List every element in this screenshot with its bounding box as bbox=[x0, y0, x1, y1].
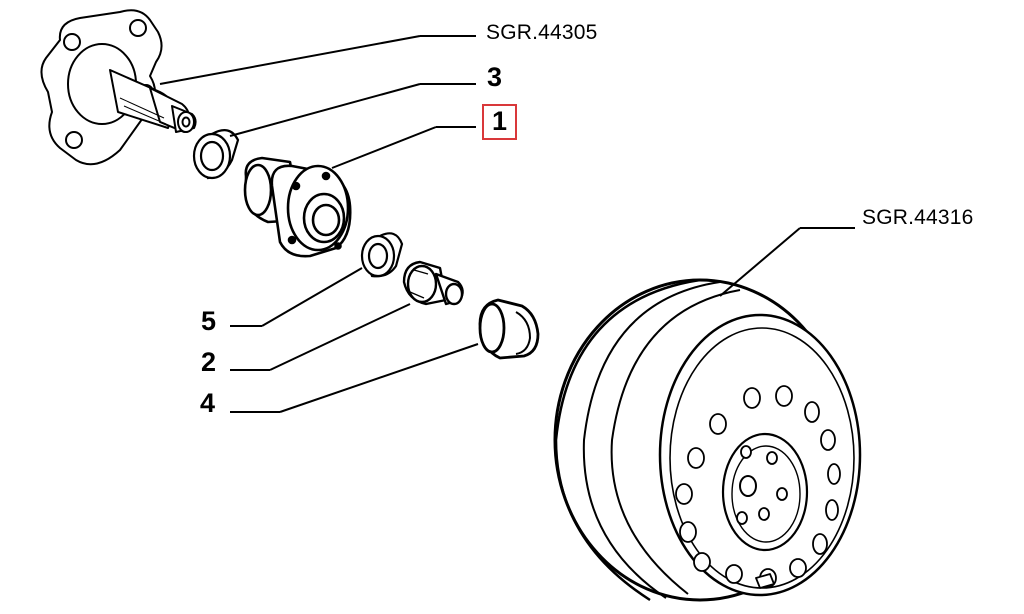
part-3-label: 3 bbox=[487, 62, 503, 92]
part-4-label: 4 bbox=[200, 388, 216, 418]
stub-axle-carrier bbox=[40, 9, 197, 166]
bearing-ring-3 bbox=[192, 129, 240, 180]
part-2-label: 2 bbox=[201, 347, 217, 377]
part-5-label: 5 bbox=[201, 306, 217, 336]
hub-nut-2 bbox=[402, 260, 464, 306]
dust-cap-4 bbox=[478, 298, 540, 360]
leader-lines bbox=[159, 35, 855, 413]
wheel-rim bbox=[553, 278, 862, 602]
wheel-reference-label: SGR.44316 bbox=[862, 206, 974, 229]
part-1-label: 1 bbox=[482, 104, 518, 140]
bearing-ring-5 bbox=[360, 232, 404, 278]
hub-reference-label: SGR.44305 bbox=[486, 21, 598, 44]
wheel-hub-1 bbox=[243, 156, 352, 258]
